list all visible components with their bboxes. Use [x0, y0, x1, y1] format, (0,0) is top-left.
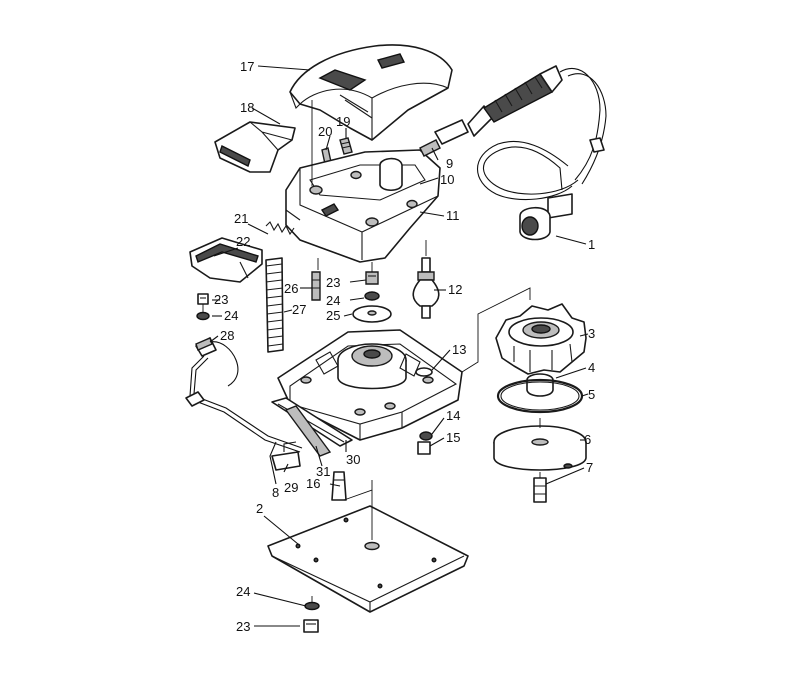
callout-27: 27	[292, 302, 306, 317]
callout-21: 21	[234, 211, 248, 226]
cord-assembly-part-1	[419, 65, 607, 241]
leader-lines	[209, 65, 589, 627]
screw-part-7	[533, 477, 547, 503]
callout-24c: 24	[236, 584, 250, 599]
assembly-centerlines	[202, 100, 541, 602]
callout-5: 5	[588, 387, 595, 402]
rear-handle-part-18	[214, 121, 296, 173]
callout-23a: 23	[326, 275, 340, 290]
callout-10: 10	[440, 172, 454, 187]
callout-14: 14	[446, 408, 460, 423]
disc-part-25	[352, 305, 392, 323]
callout-16: 16	[306, 476, 320, 491]
callout-23b: 23	[214, 292, 228, 307]
callout-17: 17	[240, 59, 254, 74]
callout-19: 19	[336, 114, 350, 129]
screw-part-19	[339, 137, 353, 155]
slide-bar-part-31	[284, 405, 332, 457]
callout-23c: 23	[236, 619, 250, 634]
callout-2: 2	[256, 501, 263, 516]
bushing-part-12	[412, 257, 440, 319]
callout-8: 8	[272, 485, 279, 500]
callout-13: 13	[452, 342, 466, 357]
callout-11: 11	[446, 208, 460, 223]
callout-28: 28	[220, 328, 234, 343]
callout-15: 15	[446, 430, 460, 445]
callout-6: 6	[584, 432, 591, 447]
front-handle-part-22	[189, 237, 263, 283]
screw-part-23-left	[197, 293, 209, 305]
callout-3: 3	[588, 326, 595, 341]
callout-4: 4	[588, 360, 595, 375]
screw-part-14	[419, 431, 433, 441]
motor-housing-part-11	[285, 149, 441, 263]
dust-tube-part-27	[265, 257, 284, 353]
callout-24a: 24	[326, 293, 340, 308]
wire-part-8	[185, 355, 303, 453]
top-cover-part-17	[289, 44, 453, 141]
bearing-part-4	[526, 373, 554, 397]
disc-part-6	[493, 425, 587, 471]
callout-12: 12	[448, 282, 462, 297]
callout-22: 22	[236, 234, 250, 249]
gear-part-3	[495, 303, 587, 375]
washer-part-24-left	[196, 311, 210, 321]
sanding-pad-part-2	[267, 505, 469, 613]
callout-26: 26	[284, 281, 298, 296]
callout-29: 29	[284, 480, 298, 495]
callout-1: 1	[588, 237, 595, 252]
callout-24b: 24	[224, 308, 238, 323]
base-frame-part-13	[277, 329, 463, 441]
washer-part-24-bottom	[304, 601, 320, 611]
screw-part-15	[417, 441, 431, 455]
screw-part-23-bottom	[303, 619, 319, 633]
callout-30: 30	[346, 452, 360, 467]
cable-clip-part-28	[195, 337, 239, 387]
callout-20: 20	[318, 124, 332, 139]
washer-part-24-center	[364, 291, 380, 301]
spring-part-21	[265, 221, 295, 236]
callout-31: 31	[316, 464, 330, 479]
callout-9: 9	[446, 156, 453, 171]
callout-25: 25	[326, 308, 340, 323]
pin-part-26	[311, 271, 321, 301]
callout-labels: 1 2 3 4 5 6 7 8 9 10 11 12 13 14 15 16 1…	[214, 59, 595, 634]
screw-part-23-center	[365, 271, 379, 285]
callout-7: 7	[586, 460, 593, 475]
bracket-part-29	[271, 441, 301, 471]
callout-18: 18	[240, 100, 254, 115]
